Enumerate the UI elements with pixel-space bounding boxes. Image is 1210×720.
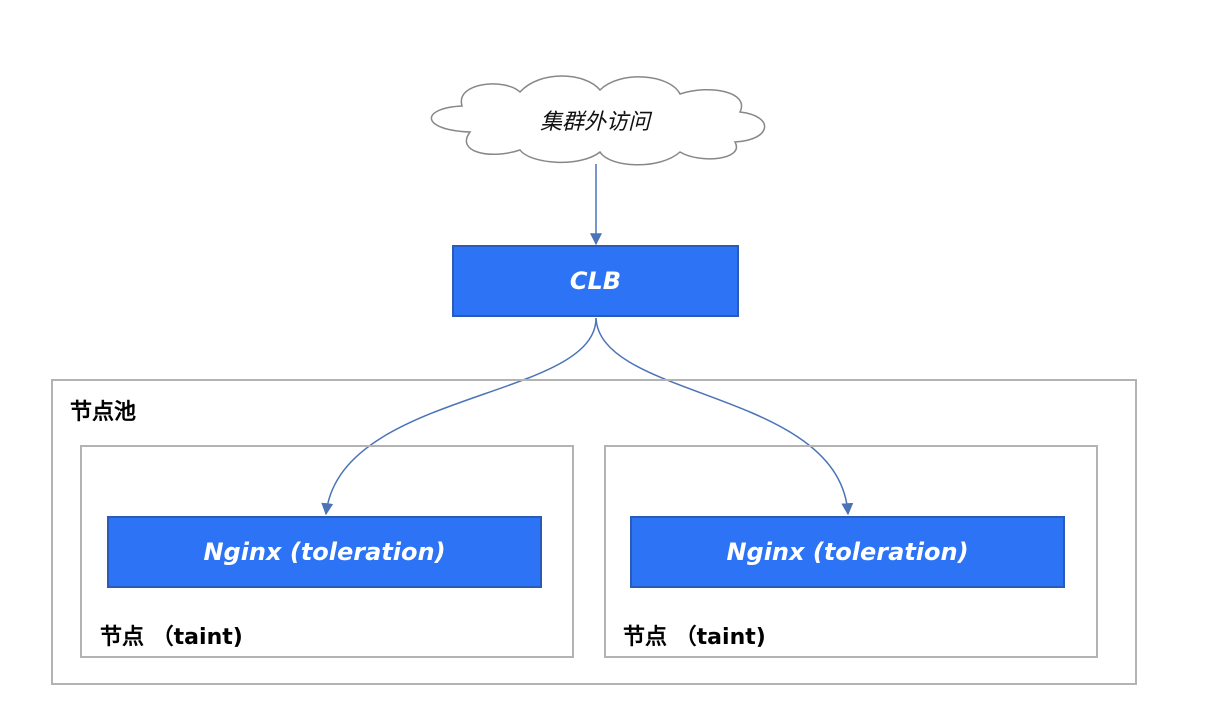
clb-label: CLB [569,267,622,295]
node-container-right [604,445,1098,658]
node-label-right: 节点 （taint) [623,625,766,650]
nginx-pod-right[interactable]: Nginx (toleration) [630,516,1065,588]
clb-box[interactable]: CLB [452,245,739,317]
nginx-pod-left-label: Nginx (toleration) [203,538,446,566]
edge-clb-to-nginx-left [321,317,597,516]
cloud-shape [430,75,766,166]
edge-clb-to-nginx-right [595,317,854,516]
node-label-left: 节点 （taint) [100,625,243,650]
node-pool-container [51,379,1137,685]
nginx-pod-left[interactable]: Nginx (toleration) [107,516,542,588]
node-pool-label: 节点池 [70,400,137,425]
cloud-label: 集群外访问 [539,110,650,135]
nginx-pod-right-label: Nginx (toleration) [726,538,969,566]
node-container-left [80,445,574,658]
